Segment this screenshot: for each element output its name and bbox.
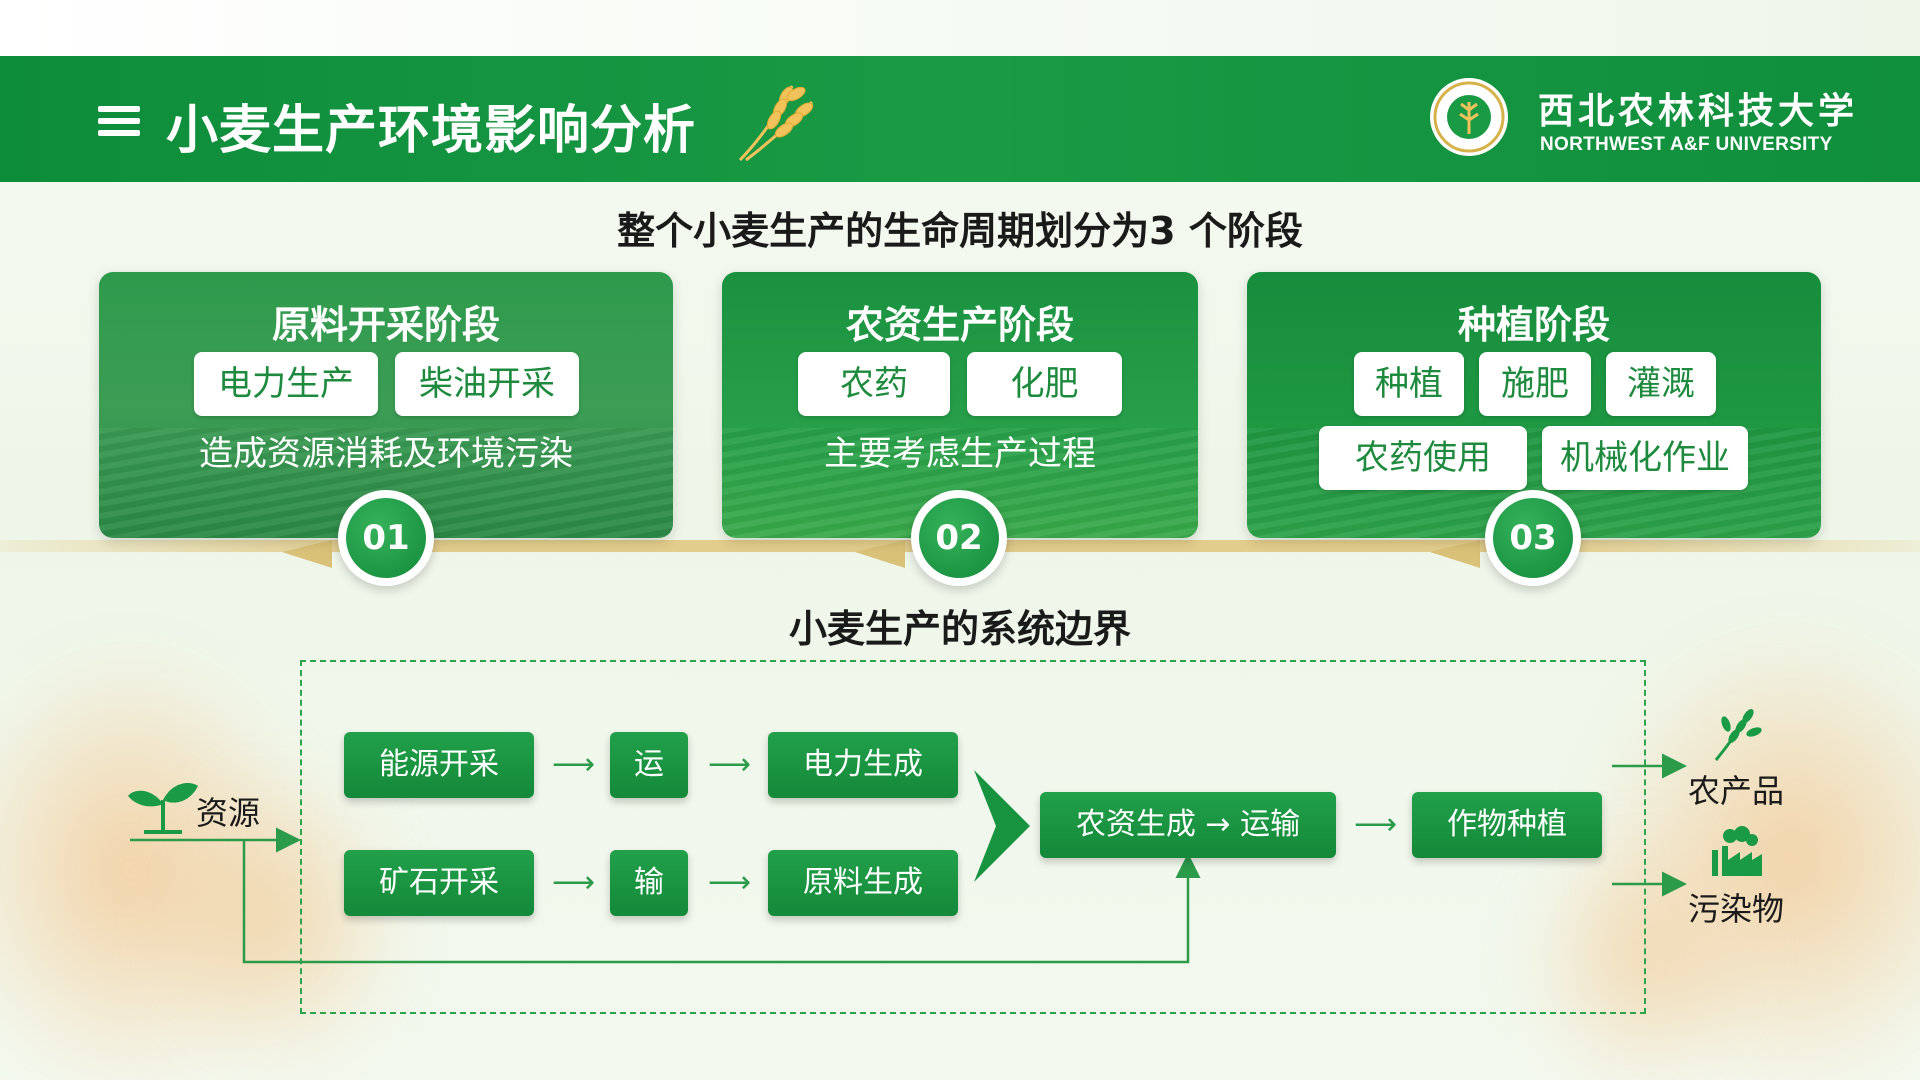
- stage-chip: 化肥: [967, 352, 1122, 416]
- stage-chip: 电力生产: [194, 352, 378, 416]
- page-title: 小麦生产环境影响分析: [166, 101, 697, 161]
- node-energy-mining: 能源开采: [344, 732, 534, 798]
- node-material-generation: 原料生成: [768, 850, 958, 916]
- ribbon-fold: [282, 540, 332, 568]
- boundary-heading: 小麦生产的系统边界: [788, 607, 1131, 651]
- stage-description: 造成资源消耗及环境污染: [199, 434, 573, 474]
- stage-number: 01: [346, 498, 426, 578]
- arrow-right-icon: ⟶: [708, 865, 752, 900]
- arrow-right-icon: ⟶: [1354, 807, 1398, 842]
- node-crop-planting: 作物种植: [1412, 792, 1602, 858]
- factory-pollution-icon: [1712, 826, 1762, 876]
- arrow-right-icon: ⟶: [552, 865, 596, 900]
- wheat-output-icon: [1714, 709, 1762, 761]
- menu-icon[interactable]: [98, 106, 140, 136]
- wheat-icon: [738, 85, 814, 162]
- stage-number-badge: 01: [338, 490, 434, 586]
- stage-chip: 施肥: [1479, 352, 1591, 416]
- node-agri-input-transport: 农资生成 → 运输: [1040, 792, 1336, 858]
- resource-label: 资源: [196, 794, 261, 832]
- stage-chip: 柴油开采: [395, 352, 579, 416]
- stage-number-badge: 03: [1485, 490, 1581, 586]
- university-logo: [1430, 78, 1508, 156]
- node-transport-1: 运: [610, 732, 688, 798]
- stage-title: 原料开采阶段: [271, 303, 500, 347]
- system-boundary-box: [300, 660, 1646, 1014]
- stage-number: 02: [919, 498, 999, 578]
- ribbon-fold: [1430, 540, 1480, 568]
- output-pollutant: 污染物: [1688, 890, 1785, 928]
- sprout-icon: [128, 782, 198, 834]
- top-strip: [0, 0, 1920, 56]
- stage-title: 农资生产阶段: [845, 303, 1074, 347]
- node-ore-mining: 矿石开采: [344, 850, 534, 916]
- stage-title: 种植阶段: [1457, 303, 1610, 347]
- stage-number: 03: [1493, 498, 1573, 578]
- stage-chip: 机械化作业: [1542, 426, 1748, 490]
- stage-chip: 农药: [798, 352, 950, 416]
- header-bar: 小麦生产环境影响分析 西北农林科技大学 NORTHWEST A&F UNIVER…: [0, 56, 1920, 182]
- university-name-en: NORTHWEST A&F UNIVERSITY: [1540, 134, 1833, 155]
- lifecycle-heading: 整个小麦生产的生命周期划分为3 个阶段: [617, 209, 1303, 253]
- stage-number-badge: 02: [911, 490, 1007, 586]
- output-agri-product: 农产品: [1688, 772, 1785, 810]
- university-name-cn: 西北农林科技大学: [1538, 90, 1859, 132]
- stage-chip: 灌溉: [1606, 352, 1716, 416]
- stage-description: 主要考虑生产过程: [824, 434, 1096, 474]
- arrow-right-icon: ⟶: [552, 747, 596, 782]
- stage-chip: 种植: [1354, 352, 1464, 416]
- stage-chip: 农药使用: [1319, 426, 1527, 490]
- ribbon-fold: [855, 540, 905, 568]
- arrow-right-icon: ⟶: [708, 747, 752, 782]
- wheat-blur-decoration: [1520, 820, 1760, 1080]
- node-transport-2: 输: [610, 850, 688, 916]
- node-power-generation: 电力生成: [768, 732, 958, 798]
